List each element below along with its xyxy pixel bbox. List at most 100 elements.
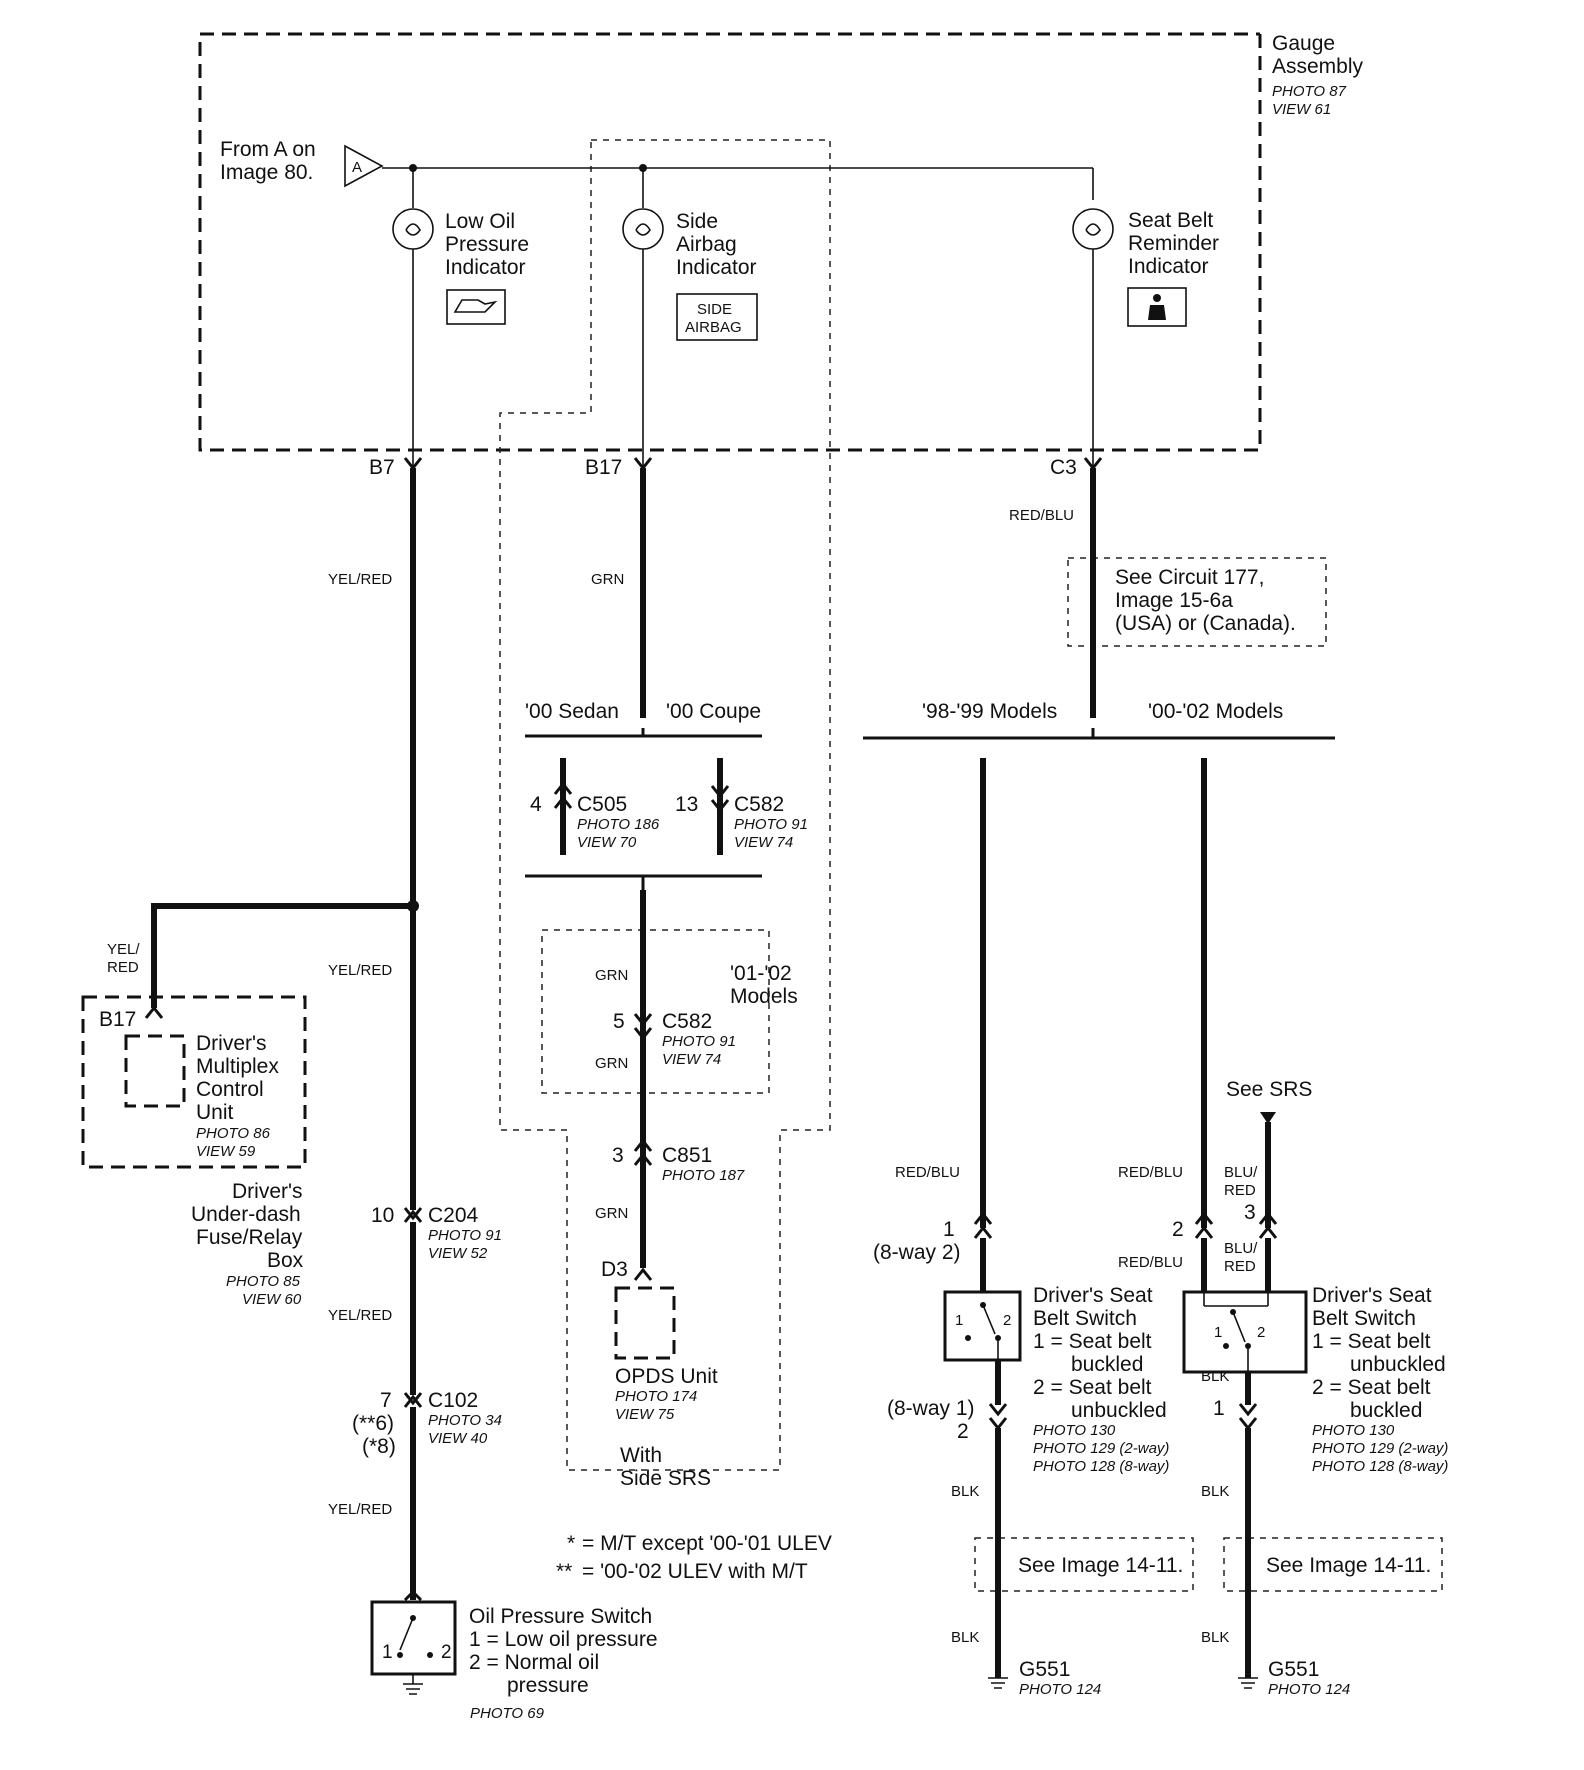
connector-icon [553, 781, 573, 809]
seat-left-p1: 1 [955, 1312, 963, 1329]
mcu-box [124, 1034, 186, 1108]
opds-with-2: Side SRS [620, 1467, 711, 1490]
seatbelt-person-icon [1153, 294, 1161, 302]
footnote-dstar: ** [556, 1560, 572, 1583]
opds-with-1: With [620, 1444, 662, 1467]
seat-right-pin-a: 2 [1172, 1218, 1184, 1241]
c582b-view: VIEW 74 [662, 1051, 721, 1068]
oil-switch-p2: 2 [441, 1642, 452, 1663]
c204-view: VIEW 52 [428, 1245, 488, 1262]
seat-right-pin-b: 3 [1244, 1201, 1256, 1224]
wire-label-blk: BLK [951, 1629, 979, 1646]
wire-label-blk: BLK [1201, 1629, 1229, 1646]
opds-pin: D3 [601, 1258, 628, 1281]
wire-label-red-blu: RED/BLU [1118, 1164, 1183, 1181]
variant-9899: '98-'99 Models [922, 700, 1057, 723]
seat-right-ph3: PHOTO 128 (8-way) [1312, 1458, 1448, 1475]
airbag-indicator-l2: Airbag [676, 233, 737, 256]
c102-pin: 7 [380, 1389, 392, 1412]
circuit177-l1: See Circuit 177, [1115, 566, 1264, 589]
see-image-note-right [1223, 1537, 1443, 1592]
gauge-assembly-boundary [198, 32, 1262, 452]
connector-icon [403, 1392, 423, 1408]
c505-pin: 4 [530, 793, 542, 816]
wire-label-red: RED [1224, 1258, 1256, 1275]
fusebox-l1: Driver's [232, 1180, 303, 1203]
c851-photo: PHOTO 187 [662, 1167, 745, 1184]
seat-left-o2a: 2 = Seat belt [1033, 1376, 1152, 1399]
see-image-left: See Image 14-11. [1018, 1554, 1183, 1577]
c505-view: VIEW 70 [577, 834, 637, 851]
connector-icon [633, 1267, 653, 1281]
connector-icon [633, 1013, 653, 1041]
c102-view: VIEW 40 [428, 1430, 488, 1447]
seat-left-ph3: PHOTO 128 (8-way) [1033, 1458, 1169, 1475]
fusebox-view: VIEW 60 [242, 1291, 302, 1308]
c102-pin-alt2: (*8) [362, 1435, 396, 1458]
mcu-l1: Driver's [196, 1032, 267, 1055]
footnote-dstar-text: = '00-'02 ULEV with M/T [582, 1560, 808, 1583]
oil-switch-p1: 1 [382, 1642, 393, 1663]
fusebox-photo: PHOTO 85 [226, 1273, 301, 1290]
oil-switch-o1: 1 = Low oil pressure [469, 1628, 658, 1651]
variant-0002: '00-'02 Models [1148, 700, 1283, 723]
wire-label-grn: GRN [595, 967, 628, 984]
oil-pressure-switch [370, 1600, 457, 1676]
opds-name: OPDS Unit [615, 1365, 718, 1388]
bulb-icon [392, 208, 434, 250]
oil-indicator-l1: Low Oil [445, 210, 515, 233]
seatbelt-indicator-l2: Reminder [1128, 232, 1219, 255]
connector-icon [988, 1403, 1008, 1431]
models-0102-l2: Models [730, 985, 798, 1008]
seat-left-o1a: 1 = Seat belt [1033, 1330, 1152, 1353]
from-a-arrow-icon [344, 144, 384, 188]
from-a-label-1: From A on [220, 138, 316, 161]
oil-indicator-l2: Pressure [445, 233, 529, 256]
mcu-photo: PHOTO 86 [196, 1125, 271, 1142]
seat-right-ph2: PHOTO 129 (2-way) [1312, 1440, 1448, 1457]
c505-name: C505 [577, 793, 627, 816]
c582b-pin: 5 [613, 1010, 625, 1033]
mcu-l3: Control [196, 1078, 264, 1101]
footnote-star: * [567, 1532, 575, 1555]
oil-switch-o2a: 2 = Normal oil [469, 1651, 599, 1674]
wire-label-red-blu: RED/BLU [895, 1164, 960, 1181]
ground-icon [403, 1683, 423, 1695]
circuit-177-note-box [1067, 557, 1327, 647]
seat-left-pin-top: 1 [943, 1218, 955, 1241]
wire-yel-red-branch [151, 903, 413, 1008]
pin-b7: B7 [369, 456, 395, 479]
seat-left-o1b: buckled [1071, 1353, 1143, 1376]
wire-label-blk: BLK [951, 1483, 979, 1500]
c102-name: C102 [428, 1389, 478, 1412]
wire-label-red: RED [107, 959, 139, 976]
ground-left-photo: PHOTO 124 [1019, 1681, 1101, 1698]
variant-split-seatbelt [863, 728, 1335, 740]
seat-left-name-2: Belt Switch [1033, 1307, 1137, 1330]
pin-c3: C3 [1050, 456, 1077, 479]
wire-label-yel-red: YEL/RED [328, 1307, 392, 1324]
c102-photo: PHOTO 34 [428, 1412, 502, 1429]
connector-icon [710, 785, 730, 813]
variant-coupe: '00 Coupe [666, 700, 761, 723]
ground-icon [988, 1677, 1008, 1689]
fusebox-boundary [81, 995, 307, 1169]
pin-b17: B17 [585, 456, 622, 479]
fusebox-l4: Box [267, 1249, 304, 1272]
bulb-icon [1072, 208, 1114, 250]
airbag-badge-2: AIRBAG [685, 319, 742, 336]
seat-right-name-2: Belt Switch [1312, 1307, 1416, 1330]
mcu-view: VIEW 59 [196, 1143, 256, 1160]
variant-split-bottom [525, 874, 762, 890]
connector-icon [1258, 1211, 1278, 1239]
mcu-l4: Unit [196, 1101, 234, 1124]
seat-right-pin-bot: 1 [1213, 1397, 1225, 1420]
circuit177-l3: (USA) or (Canada). [1115, 612, 1296, 635]
see-image-note-left [974, 1537, 1194, 1592]
c505-photo: PHOTO 186 [577, 816, 660, 833]
oil-switch-name: Oil Pressure Switch [469, 1605, 652, 1628]
oil-can-icon [446, 289, 506, 325]
circuit177-l2: Image 15-6a [1115, 589, 1233, 612]
seatbelt-indicator-l3: Indicator [1128, 255, 1209, 278]
